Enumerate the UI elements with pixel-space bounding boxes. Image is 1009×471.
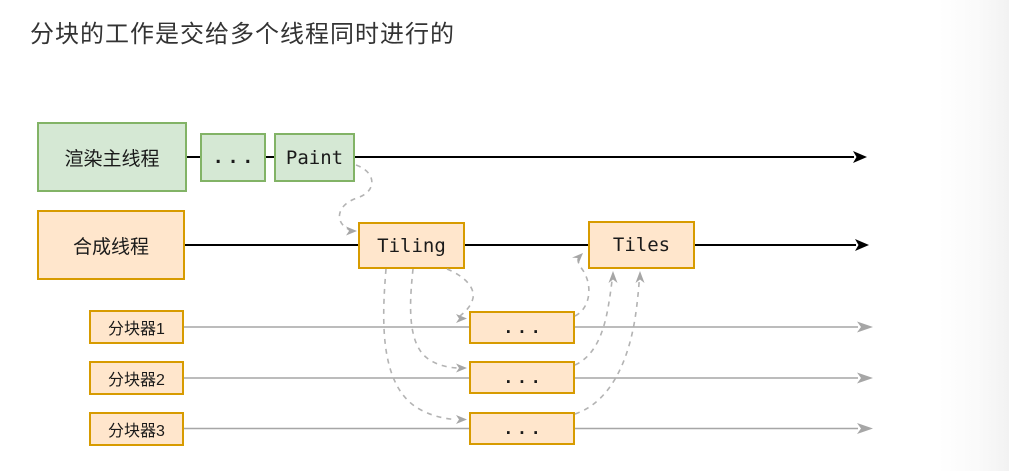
tiler1-arrowhead-icon	[857, 321, 873, 333]
compositor-thread-box: 合成线程	[37, 210, 185, 280]
render-main-thread-label: 渲染主线程	[64, 148, 160, 170]
dashed-arrowhead-into-tiles-bottom1-icon	[608, 271, 618, 283]
dashed-arrow-tiler3-task-to-tiles	[574, 274, 641, 415]
dashed-arrow-tiling-to-tiler3-task	[382, 268, 457, 421]
render-main-thread-arrowhead-icon	[853, 151, 867, 163]
dashed-arrowhead-into-tiler3-task-icon	[456, 415, 467, 424]
main-thread-ellipsis-box: ...	[200, 133, 266, 182]
tiler3-task-box: ...	[469, 412, 575, 445]
dashed-arrow-tiling-to-tiler2-task	[409, 268, 458, 369]
tiler3-arrowhead-icon	[857, 423, 873, 434]
tiles-box: Tiles	[588, 221, 695, 269]
tiles-label: Tiles	[612, 234, 671, 256]
dashed-arrowhead-into-tiles-left-icon	[572, 253, 583, 264]
dashed-arrowhead-into-tiler1-task-icon	[456, 314, 467, 323]
main-thread-ellipsis-label: ...	[212, 147, 258, 168]
tiler2-box: 分块器2	[89, 361, 184, 395]
compositor-thread-arrowhead-icon	[855, 239, 869, 251]
paint-box: Paint	[274, 133, 355, 182]
tiling-label: Tiling	[377, 234, 446, 257]
tiler2-label: 分块器2	[108, 372, 165, 389]
tiler3-label: 分块器3	[108, 423, 165, 440]
page-edge-fade	[939, 0, 1009, 471]
tiler3-task-label: ...	[503, 419, 545, 438]
tiler1-box: 分块器1	[89, 310, 184, 344]
tiling-box: Tiling	[358, 222, 465, 269]
tiler3-box: 分块器3	[89, 412, 184, 446]
tiler1-label: 分块器1	[108, 321, 165, 338]
dashed-arrowhead-into-tiling-icon	[346, 226, 357, 236]
dashed-arrow-tiler2-task-to-tiles	[574, 274, 614, 366]
tiler2-task-label: ...	[503, 368, 545, 387]
render-main-thread-box: 渲染主线程	[37, 122, 187, 192]
tiler2-task-box: ...	[469, 361, 575, 394]
paint-label: Paint	[285, 146, 344, 169]
dashed-arrowhead-into-tiler2-task-icon	[456, 363, 467, 373]
page-title: 分块的工作是交给多个线程同时进行的	[30, 21, 455, 48]
compositor-thread-label: 合成线程	[72, 236, 149, 258]
dashed-arrow-tiler1-task-to-tiles	[574, 254, 590, 317]
tiler1-task-label: ...	[503, 318, 545, 337]
tiler1-task-box: ...	[469, 311, 575, 344]
tiler2-arrowhead-icon	[857, 372, 873, 384]
dashed-arrowhead-into-tiles-bottom2-icon	[635, 271, 645, 283]
